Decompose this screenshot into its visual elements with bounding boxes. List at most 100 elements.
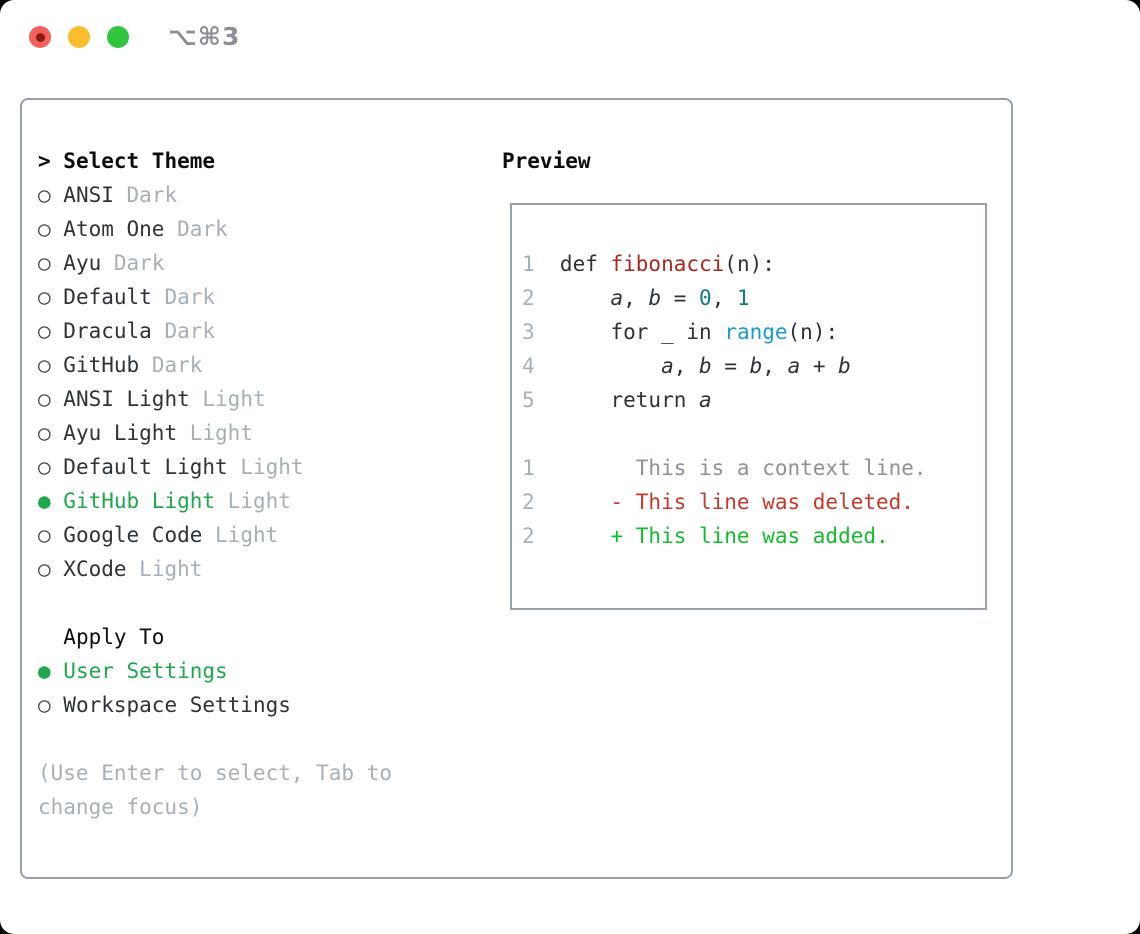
- zoom-button[interactable]: [107, 26, 129, 48]
- titlebar: ⌥⌘3: [0, 0, 1140, 74]
- code-segment-variable: b: [749, 354, 763, 378]
- theme-name: Ayu Light: [63, 421, 178, 445]
- text: [190, 387, 203, 411]
- theme-option-atom-one[interactable]: ○ Atom One Dark: [38, 212, 392, 246]
- code-line: 2 a, b = 0, 1: [522, 281, 927, 315]
- line-number: 4: [522, 354, 535, 378]
- code-segment-variable: a: [699, 388, 712, 412]
- theme-variant: Light: [202, 387, 266, 411]
- apply-option-workspace-settings[interactable]: ○ Workspace Settings: [38, 688, 392, 722]
- code-line: 1 This is a context line.: [522, 451, 927, 485]
- theme-option-github-light[interactable]: ● GitHub Light Light: [38, 484, 392, 518]
- theme-option-default[interactable]: ○ Default Dark: [38, 280, 392, 314]
- code-segment-code: +: [800, 354, 839, 378]
- code-segment-code: [560, 286, 611, 310]
- theme-name: Dracula: [63, 319, 152, 343]
- theme-variant: Light: [240, 455, 304, 479]
- line-number: 1: [522, 456, 535, 480]
- line-number: 5: [522, 388, 535, 412]
- code-segment-code: ,: [711, 286, 737, 310]
- close-button[interactable]: [29, 26, 51, 48]
- help-line: (Use Enter to select, Tab to: [38, 756, 392, 790]
- theme-name: GitHub: [63, 353, 140, 377]
- select-theme-header: > Select Theme: [38, 144, 392, 178]
- radio-unselected-icon: ○: [38, 251, 64, 275]
- code-segment-context: This is a context line.: [559, 456, 927, 480]
- code-segment-variable: b: [699, 354, 712, 378]
- theme-variant: Dark: [164, 319, 216, 343]
- help-text: (Use Enter to select, Tab to: [38, 761, 393, 785]
- text: [152, 285, 165, 309]
- window-title: ⌥⌘3: [168, 22, 241, 51]
- help-text: change focus): [38, 795, 203, 819]
- text: [228, 455, 241, 479]
- code-segment-deleted: - This line was deleted.: [559, 490, 914, 514]
- code-segment-code: =: [711, 354, 750, 378]
- apply-to-header: Apply To: [38, 620, 392, 654]
- radio-unselected-icon: ○: [38, 455, 64, 479]
- radio-selected-icon: ●: [38, 489, 64, 513]
- code-segment-code: (n):: [724, 252, 775, 276]
- code-line: 4 a, b = b, a + b: [522, 349, 927, 383]
- text: [164, 217, 177, 241]
- theme-option-ayu-light[interactable]: ○ Ayu Light Light: [38, 416, 392, 450]
- theme-variant: Light: [215, 523, 279, 547]
- text: [215, 489, 228, 513]
- radio-unselected-icon: ○: [38, 421, 64, 445]
- theme-name: ANSI: [63, 183, 114, 207]
- text: [202, 523, 215, 547]
- code-line: [522, 417, 927, 451]
- code-segment-number: 1: [737, 286, 750, 310]
- theme-name: Atom One: [63, 217, 165, 241]
- traffic-lights: [29, 26, 129, 48]
- theme-option-ansi[interactable]: ○ ANSI Dark: [38, 178, 392, 212]
- text: [114, 183, 127, 207]
- theme-option-dracula[interactable]: ○ Dracula Dark: [38, 314, 392, 348]
- text: [139, 353, 152, 377]
- radio-unselected-icon: ○: [38, 183, 64, 207]
- code-segment-function: fibonacci: [610, 252, 725, 276]
- text: [38, 591, 51, 615]
- theme-name: GitHub Light: [63, 489, 216, 513]
- code-line: 2 - This line was deleted.: [522, 485, 927, 519]
- theme-option-ayu[interactable]: ○ Ayu Dark: [38, 246, 392, 280]
- line-number: 3: [522, 320, 535, 344]
- theme-option-github[interactable]: ○ GitHub Dark: [38, 348, 392, 382]
- theme-variant: Dark: [113, 251, 165, 275]
- theme-name: Ayu: [63, 251, 102, 275]
- code-segment-code: return: [559, 388, 699, 412]
- theme-name: Default: [63, 285, 152, 309]
- text: [152, 319, 165, 343]
- theme-variant: Dark: [177, 217, 228, 241]
- code-segment-code: ,: [623, 286, 649, 310]
- theme-variant: Dark: [164, 285, 216, 309]
- code-segment-code: def: [559, 252, 611, 276]
- preview-heading: Preview: [502, 149, 591, 173]
- line-number: 2: [522, 286, 535, 310]
- radio-selected-icon: ●: [38, 659, 64, 683]
- theme-name: Google Code: [63, 523, 203, 547]
- code-segment-builtin: range: [724, 320, 788, 344]
- theme-name: ANSI Light: [63, 387, 190, 411]
- radio-unselected-icon: ○: [38, 557, 64, 581]
- radio-unselected-icon: ○: [38, 693, 64, 717]
- theme-option-google-code[interactable]: ○ Google Code Light: [38, 518, 392, 552]
- theme-option-xcode[interactable]: ○ XCode Light: [38, 552, 392, 586]
- theme-picker-panel: > Select Theme○ ANSI Dark○ Atom One Dark…: [20, 98, 1013, 879]
- help-line: change focus): [38, 790, 392, 824]
- apply-option-user-settings[interactable]: ● User Settings: [38, 654, 392, 688]
- code-segment-variable: b: [648, 286, 662, 310]
- theme-option-ansi-light[interactable]: ○ ANSI Light Light: [38, 382, 392, 416]
- theme-name: Default Light: [63, 455, 228, 479]
- line-number: 2: [522, 524, 535, 548]
- code-segment-code: ,: [673, 354, 700, 378]
- code-segment-variable: b: [838, 354, 851, 378]
- minimize-button[interactable]: [68, 26, 90, 48]
- radio-unselected-icon: ○: [38, 387, 64, 411]
- cursor-prompt-icon: >: [38, 149, 64, 173]
- spacer: [38, 722, 392, 756]
- theme-name: XCode: [63, 557, 127, 581]
- theme-option-default-light[interactable]: ○ Default Light Light: [38, 450, 392, 484]
- text: [177, 421, 190, 445]
